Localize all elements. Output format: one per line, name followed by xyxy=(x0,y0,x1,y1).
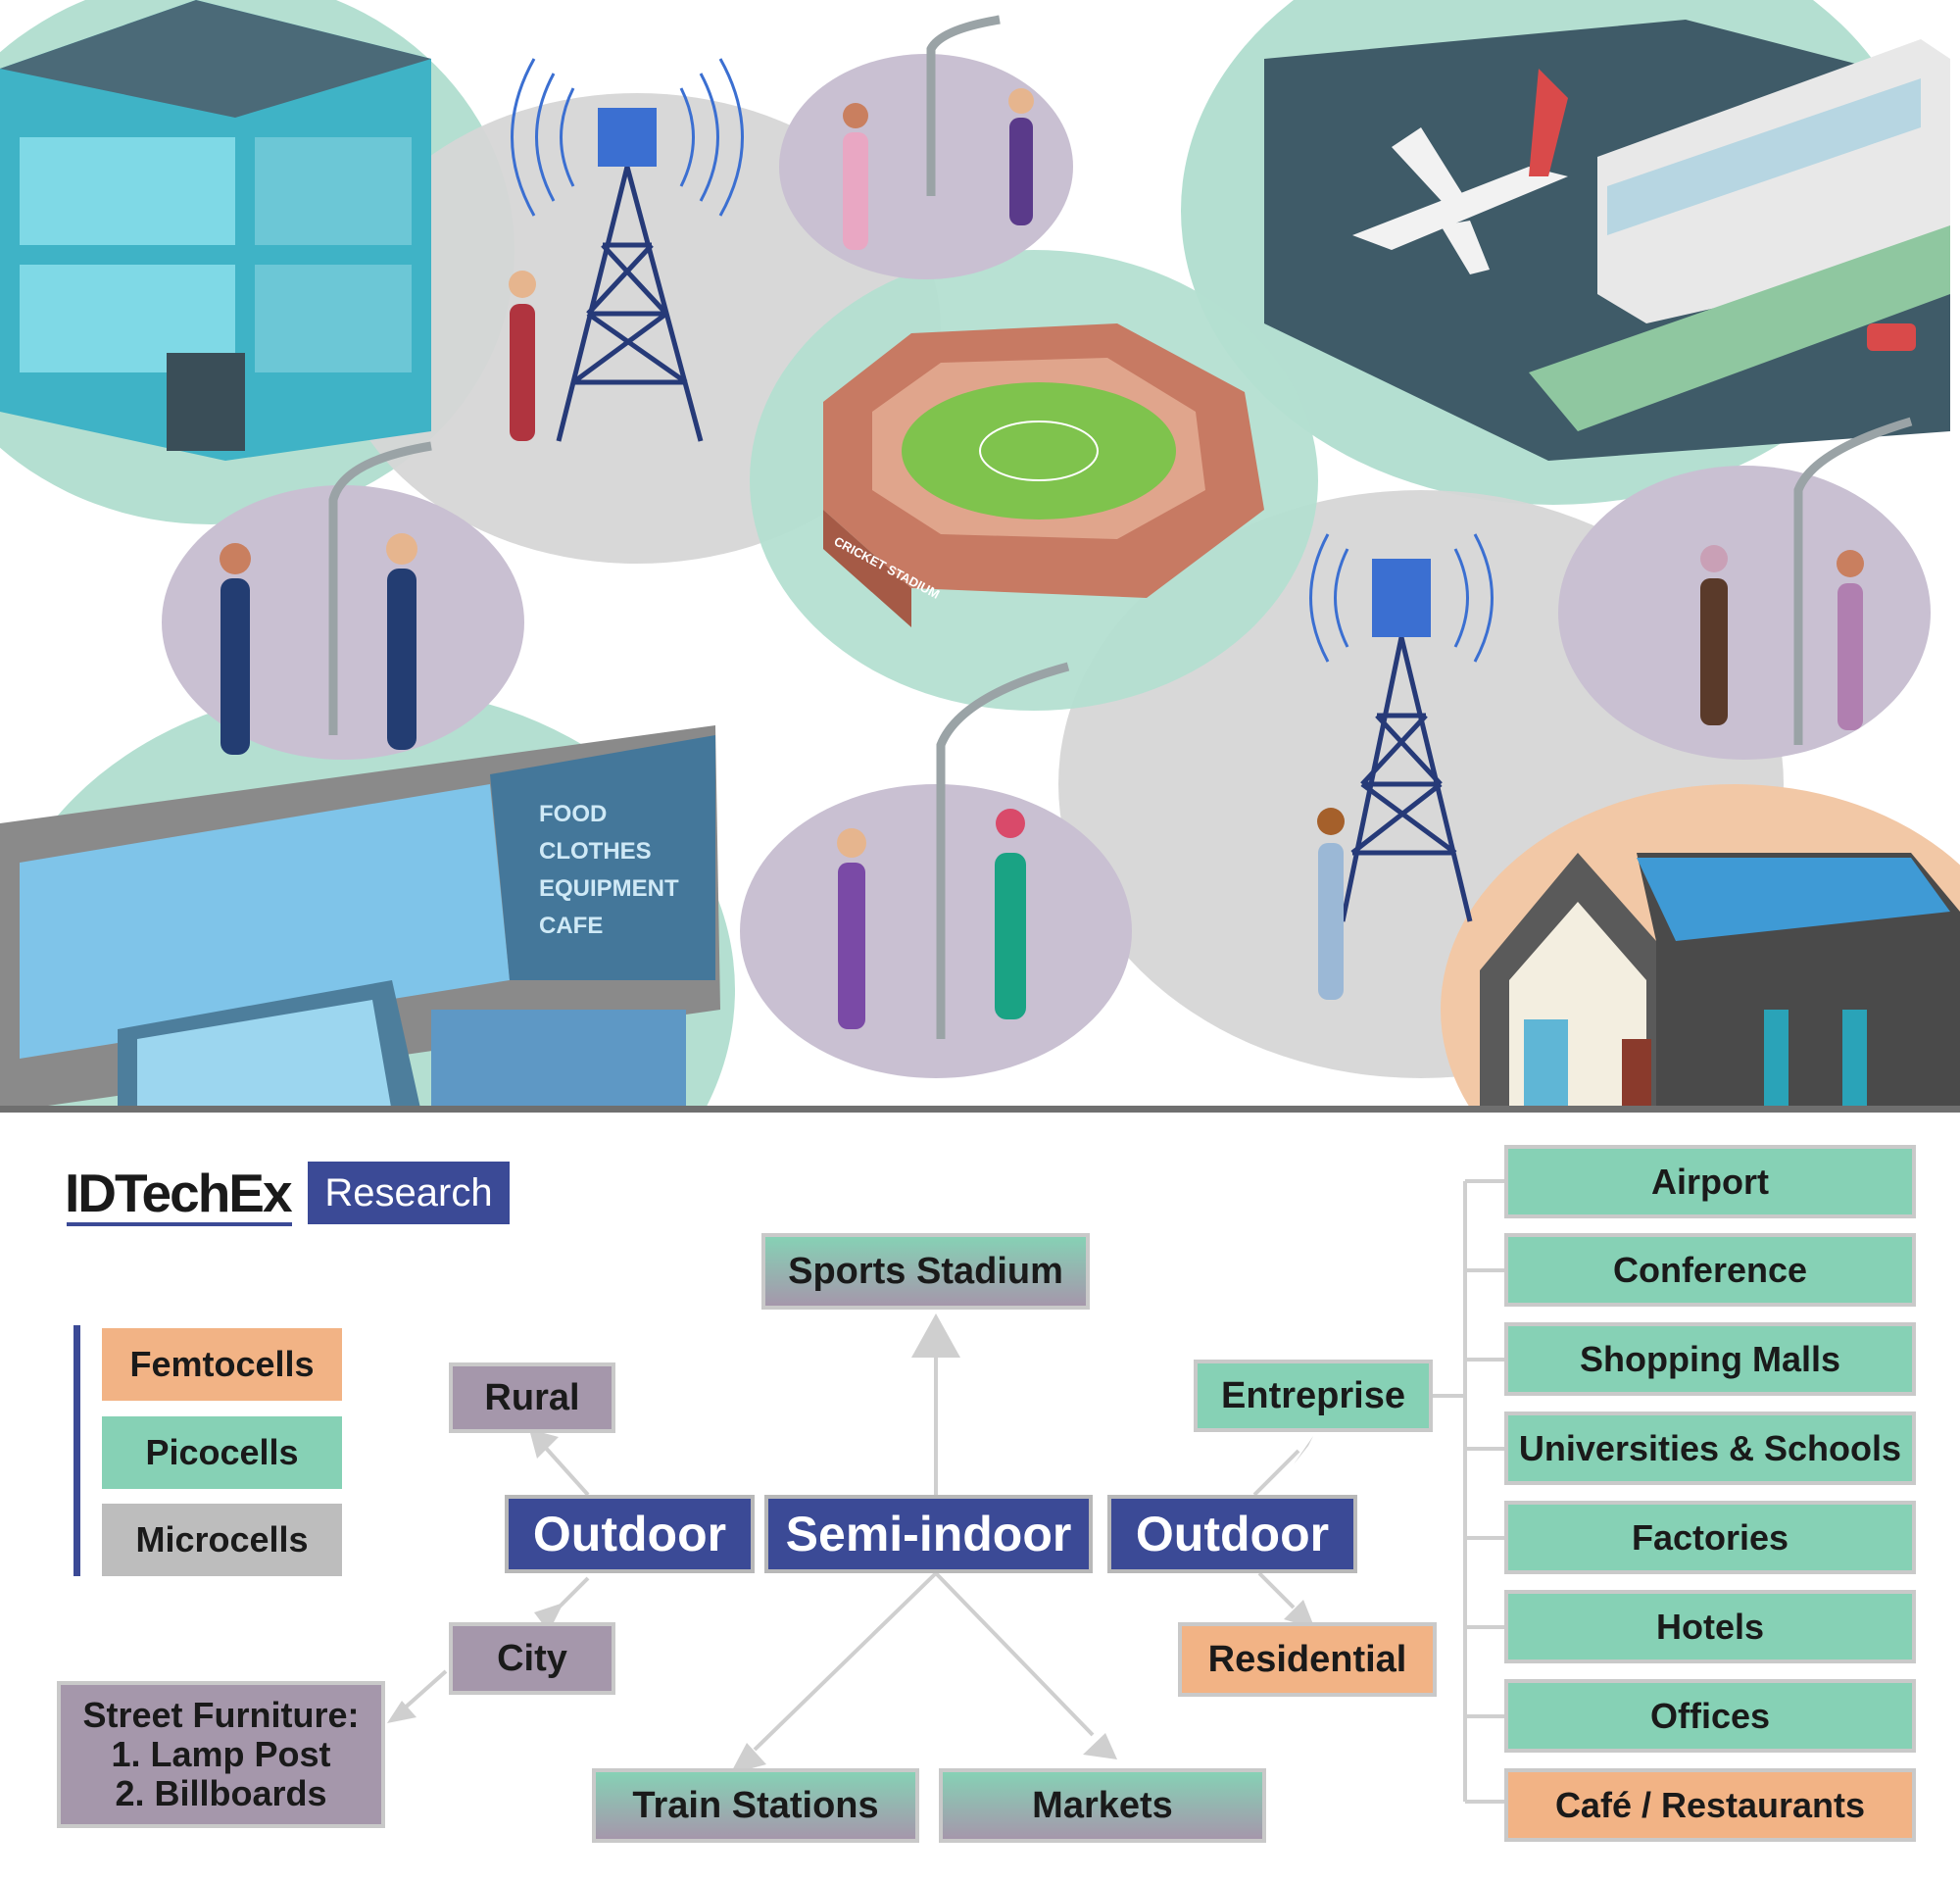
enterprise-item-offices: Offices xyxy=(1504,1679,1916,1753)
airport xyxy=(1264,20,1950,461)
cell-tower-right-icon xyxy=(1340,636,1473,922)
signal-waves-icon xyxy=(511,58,744,217)
legend-picocells: Picocells xyxy=(102,1416,342,1489)
svg-text:EQUIPMENT: EQUIPMENT xyxy=(539,875,679,902)
street-cell-right xyxy=(1558,466,1931,760)
connector-arrows xyxy=(387,1179,1509,1804)
car-icon xyxy=(1867,323,1916,351)
enterprise-item-factories: Factories xyxy=(1504,1501,1916,1574)
signal-waves-icon xyxy=(1309,533,1494,663)
node-outdoor-right: Outdoor xyxy=(1107,1495,1357,1573)
street-furniture-item: 2. Billboards xyxy=(115,1773,327,1813)
cricket-stadium xyxy=(823,323,1264,627)
pedestrian-icons xyxy=(220,88,1864,1029)
node-entreprise: Entreprise xyxy=(1194,1360,1433,1432)
node-semi-indoor: Semi-indoor xyxy=(764,1495,1093,1573)
svg-text:CLOTHES: CLOTHES xyxy=(539,838,652,865)
node-outdoor-left: Outdoor xyxy=(505,1495,755,1573)
enterprise-item-conference: Conference xyxy=(1504,1233,1916,1307)
lamp-post-icon xyxy=(328,15,1913,1039)
legend-femtocells: Femtocells xyxy=(102,1328,342,1401)
ground-line xyxy=(0,1106,1960,1113)
solar-panel-icon xyxy=(1637,858,1950,941)
street-cell-bottom xyxy=(740,784,1132,1078)
house xyxy=(1480,853,1960,1113)
node-markets: Markets xyxy=(939,1768,1266,1843)
street-cell-left xyxy=(162,485,524,760)
street-furniture-item: 1. Lamp Post xyxy=(111,1734,331,1774)
enterprise-item-airport: Airport xyxy=(1504,1145,1916,1218)
legend-microcells: Microcells xyxy=(102,1504,342,1576)
node-train-stations: Train Stations xyxy=(592,1768,919,1843)
enterprise-item-shopping-malls: Shopping Malls xyxy=(1504,1322,1916,1396)
svg-text:FOOD: FOOD xyxy=(539,801,607,827)
antenna-icon xyxy=(598,108,657,167)
logo-tag: Research xyxy=(308,1162,510,1224)
logo-brand-name: IDTechEx xyxy=(65,1163,293,1223)
logo-underline xyxy=(67,1222,292,1226)
small-cells-illustration: CRICKET STADIUM FOOD CLOTHES EQUIPMENT C… xyxy=(0,0,1960,1113)
node-city: City xyxy=(449,1622,615,1695)
node-rural: Rural xyxy=(449,1362,615,1433)
node-residential: Residential xyxy=(1178,1622,1437,1697)
enterprise-item-universities-schools: Universities & Schools xyxy=(1504,1412,1916,1485)
node-sports-stadium: Sports Stadium xyxy=(761,1233,1090,1310)
enterprise-item-hotels: Hotels xyxy=(1504,1590,1916,1663)
enterprise-item-cafe-restaurants: Café / Restaurants xyxy=(1504,1768,1916,1842)
airplane-icon xyxy=(1352,69,1568,274)
cell-tower-left-icon xyxy=(556,166,704,442)
legend-bar xyxy=(74,1325,80,1576)
office-building xyxy=(0,0,431,461)
street-furniture-heading: Street Furniture: xyxy=(82,1695,360,1735)
mall-sign: FOOD CLOTHES EQUIPMENT CAFE xyxy=(539,801,679,939)
antenna-icon xyxy=(1372,559,1431,637)
node-street-furniture: Street Furniture: 1. Lamp Post 2. Billbo… xyxy=(57,1681,385,1828)
shopping-mall xyxy=(0,725,720,1113)
svg-text:CAFE: CAFE xyxy=(539,913,603,939)
